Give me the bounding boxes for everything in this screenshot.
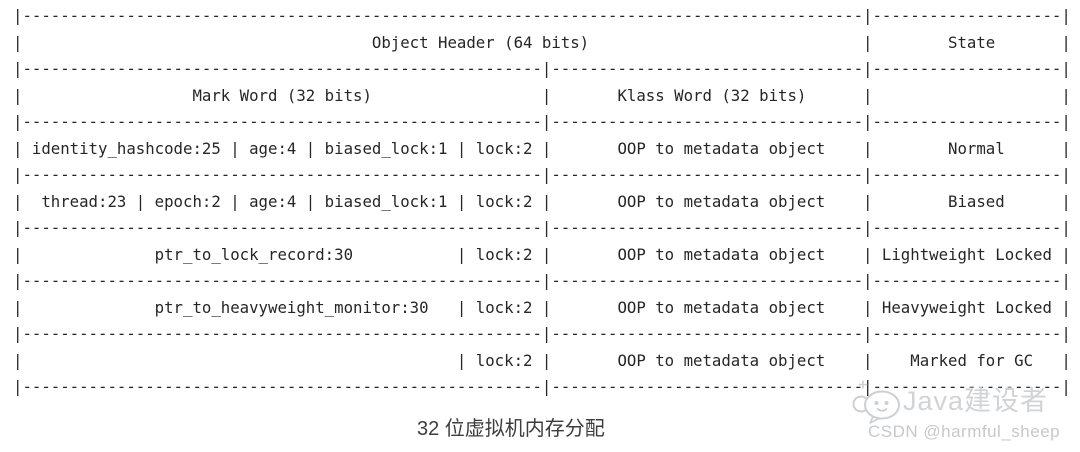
table-border: |---------------------------------------… — [13, 324, 1071, 343]
table-row-lightweight-locked: | ptr_to_lock_record:30 | lock:2 | OOP t… — [13, 244, 1071, 264]
table-border: |---------------------------------------… — [13, 165, 1071, 184]
table-border: |---------------------------------------… — [13, 59, 1071, 78]
table-row-normal: | identity_hashcode:25 | age:4 | biased_… — [13, 138, 1071, 158]
table-column-header-row: | Mark Word (32 bits) | Klass Word (32 b… — [13, 85, 1071, 105]
diagram-caption: 32 位虚拟机内存分配 — [417, 418, 605, 440]
table-row-heavyweight-locked: | ptr_to_heavyweight_monitor:30 | lock:2… — [13, 297, 1071, 317]
table-title-row: | Object Header (64 bits) | State | — [13, 32, 1071, 52]
table-border: |---------------------------------------… — [13, 218, 1071, 237]
object-header-ascii-table: |---------------------------------------… — [13, 3, 1071, 401]
table-border: |---------------------------------------… — [13, 112, 1071, 131]
table-border-bottom: |---------------------------------------… — [13, 377, 1071, 396]
table-border: |---------------------------------------… — [13, 271, 1071, 290]
table-border-top: |---------------------------------------… — [13, 6, 1071, 25]
table-row-marked-for-gc: | | lock:2 | OOP to metadata object | Ma… — [13, 350, 1071, 370]
watermark-source: CSDN @harmful_sheep — [868, 422, 1061, 441]
table-row-biased: | thread:23 | epoch:2 | age:4 | biased_l… — [13, 191, 1071, 211]
